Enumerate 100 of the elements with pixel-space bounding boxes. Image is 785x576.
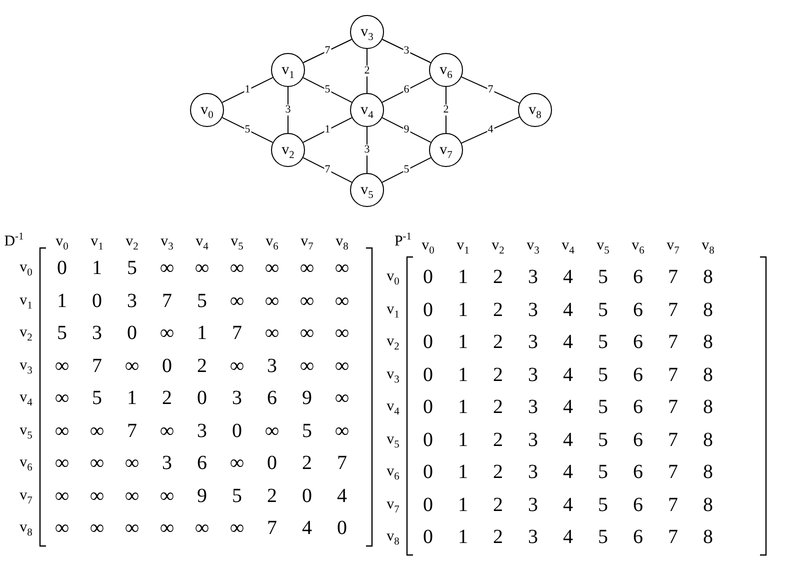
column-header: v$_{4}$ [196,234,208,250]
matrix-cell: 1 [127,388,137,408]
matrix-cell: 7 [668,397,678,417]
matrix-cell: 6 [633,300,643,320]
vertex-circle: v$_{5}$ [350,173,384,207]
matrix-cell: 6 [633,332,643,352]
matrix-cell: 5 [598,364,608,384]
column-header: v$_{1}$ [90,234,104,250]
matrix-cell: 1 [92,258,102,278]
row-header: v$_{3}$ [20,358,32,373]
edge-line [302,157,352,183]
matrix-cell: 7 [668,430,678,450]
matrix-cell: ∞ [124,453,140,473]
matrix-cell: 5 [598,527,608,547]
matrix-cell: 4 [563,300,573,320]
row-header: v$_{3}$ [386,367,400,382]
matrix-cell: 1 [57,290,67,310]
matrix-cell: 3 [528,364,538,384]
matrix-cell: ∞ [124,486,140,506]
matrix-cell: ∞ [124,356,140,376]
matrix-cell: 0 [92,290,102,310]
vertex-circle: v$_{6}$ [429,53,463,87]
matrix-cell: 0 [197,388,207,408]
edge-line [461,116,520,144]
column-header: v$_{1}$ [456,238,470,254]
column-header: v$_{5}$ [596,238,610,254]
row-header: v$_{0}$ [386,270,400,284]
matrix-cell: ∞ [230,518,244,538]
vertex-circle: v$_{0}$ [190,93,224,127]
matrix-cell: 7 [668,527,678,547]
matrix-cell: 1 [458,332,468,352]
edge-label: 5 [244,124,252,136]
matrix-cell: 8 [703,494,713,514]
matrix-cell: 5 [598,267,608,287]
matrix-cell: 5 [598,300,608,320]
matrix-cell: 7 [337,453,347,473]
edge-label: 3 [402,46,410,56]
matrix-cell: 5 [598,462,608,482]
matrix-cell: ∞ [54,486,70,506]
matrix-cell: 1 [458,364,468,384]
matrix-label: D$^{-1}$ [4,234,24,250]
row-header: v$_{1}$ [20,293,32,308]
matrix-cell: ∞ [300,258,314,278]
edge-label: 2 [363,66,371,76]
edge-label: 2 [442,104,450,116]
column-header: v$_{2}$ [126,234,138,250]
column-header: v$_{5}$ [230,234,244,250]
matrix-cell: 6 [633,462,643,482]
matrix-cell: 2 [162,388,172,408]
matrix-cell: 8 [703,397,713,417]
column-header: v$_{6}$ [632,238,644,254]
matrix-cell: 7 [232,323,242,343]
matrix-cell: ∞ [160,258,174,278]
matrix-cell: ∞ [54,356,70,376]
matrix-cell: 4 [563,430,573,450]
edge-line [302,117,352,143]
column-header: v$_{3}$ [526,238,540,254]
matrix-cell: 0 [423,300,433,320]
matrix-cell: 6 [633,430,643,450]
matrix-cell: 5 [197,290,207,310]
vertex-circle: v$_{3}$ [350,15,384,49]
matrix-cell: 8 [703,527,713,547]
edge-label: 1 [244,84,252,96]
matrix-cell: 1 [458,430,468,450]
matrix-cell: 3 [127,290,137,310]
matrix-cell: 5 [92,388,102,408]
matrix-cell: 5 [598,332,608,352]
matrix-cell: 6 [633,527,643,547]
matrix-cell: 0 [423,527,433,547]
matrix-cell: 0 [423,494,433,514]
column-header: v$_{7}$ [300,234,314,250]
row-header: v$_{5}$ [386,432,400,447]
matrix-cell: 4 [563,527,573,547]
row-header: v$_{0}$ [20,260,32,276]
edge-line [366,48,368,94]
column-header: v$_{8}$ [336,234,348,250]
edge-line [382,77,432,103]
matrix-cell: 2 [493,527,503,547]
matrix-cell: 2 [267,486,277,506]
matrix-cell: 0 [337,518,347,538]
matrix-cell: 6 [633,364,643,384]
edge-line [222,117,274,143]
matrix-cell: ∞ [334,420,350,440]
row-header: v$_{8}$ [20,520,32,536]
matrix-cell: 7 [668,332,678,352]
row-header: v$_{4}$ [386,400,400,414]
column-header: v$_{2}$ [492,238,504,254]
matrix-cell: 0 [423,267,433,287]
matrix-cell: ∞ [160,518,174,538]
matrix-cell: 7 [668,267,678,287]
edge-line [302,38,352,64]
edge-label: 4 [486,124,494,136]
matrix-cell: 8 [703,430,713,450]
vertex-circle: v$_{7}$ [429,133,463,167]
vertex-circle: v$_{8}$ [518,93,552,127]
matrix-cell: 9 [302,388,312,408]
matrix-cell: 3 [528,430,538,450]
matrix-cell: ∞ [334,258,350,278]
matrix-cell: 4 [563,267,573,287]
matrix-cell: 1 [458,300,468,320]
